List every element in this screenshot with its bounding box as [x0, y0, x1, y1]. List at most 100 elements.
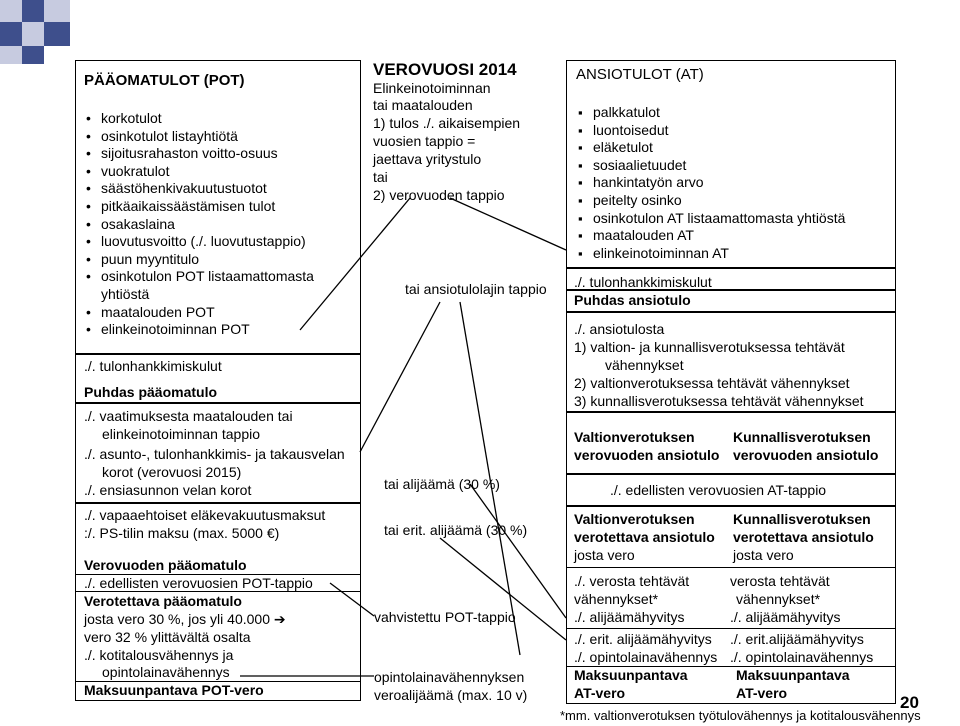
connector-erit-right [439, 537, 567, 641]
connector-ansiotulolajin-down [459, 301, 521, 656]
decorative-square-6 [44, 22, 70, 46]
pot-title: PÄÄOMATULOT (POT) [84, 72, 245, 89]
connector-ansiotulolajin-left [359, 301, 441, 453]
at-kunnallis-maksuunpantava-1: Maksuunpantava [736, 667, 850, 683]
decorative-square-7 [22, 46, 44, 64]
pot-tulonhankkimiskulut: ./. tulonhankkimiskulut [84, 358, 222, 374]
pot-puhdas-paaomatulo: Puhdas pääomatulo [84, 384, 218, 400]
at-result-box [566, 506, 896, 704]
at-item: hankintatyön arvo [578, 174, 845, 192]
middle-line-6: tai [373, 169, 388, 185]
at-item: sosiaalietuudet [578, 157, 845, 175]
pot-item: maatalouden POT [86, 304, 314, 322]
at-kunnallis-verotettava-2: verotettava ansiotulo [733, 529, 874, 545]
pot-maksuunpantava: Maksuunpantava POT-vero [84, 682, 264, 698]
pot-josta-vero-1: josta vero 30 %, jos yli 40.000 ➔ [84, 611, 286, 627]
at-item: luontoisedut [578, 122, 845, 140]
pot-item: säästöhenkivakuutustuotot [86, 180, 314, 198]
at-puhdas-box [566, 290, 896, 312]
at-kunnallis-opinto: ./. opintolainavähennys [730, 649, 874, 665]
at-title: ANSIOTULOT (AT) [576, 66, 704, 83]
pot-asunto-1: ./. asunto-, tulonhankkimis- ja takausve… [84, 446, 345, 462]
connector-vahvistettu-left [329, 582, 375, 617]
at-kunnallis-verotettava-1: Kunnallisverotuksen [733, 511, 871, 527]
at-vahennys-3: 3) kunnallisverotuksessa tehtävät vähenn… [574, 393, 864, 409]
at-divider-1 [566, 567, 896, 568]
at-deductions-box [566, 312, 896, 412]
at-kunnallis-ansiotulo-2: verovuoden ansiotulo [733, 447, 879, 463]
pot-verotettava-paaomatulo: Verotettava pääomatulo [84, 593, 242, 609]
at-valtion-verotettava-3: josta vero [574, 547, 635, 563]
pot-divider-2 [75, 591, 361, 592]
at-valtion-maksuunpantava-1: Maksuunpantava [574, 667, 688, 683]
at-kunnallis-verotettava-3: josta vero [733, 547, 794, 563]
at-kunnallis-reduction-2: vähennykset* [736, 591, 821, 607]
at-item: eläketulot [578, 139, 845, 157]
at-item: elinkeinotoiminnan AT [578, 245, 845, 263]
at-kunnallis-reduction-1: verosta tehtävät [730, 573, 830, 589]
at-item: palkkatulot [578, 104, 845, 122]
decorative-square-3 [44, 0, 70, 22]
at-income-list: palkkatulot luontoisedut eläketulot sosi… [578, 104, 845, 262]
pot-edellisten: ./. edellisten verovuosien POT-tappio [84, 575, 313, 591]
at-edellisten-box [566, 474, 896, 506]
at-valtion-maksuunpantava-2: AT-vero [574, 685, 626, 701]
pot-item: osinkotulot listayhtiötä [86, 128, 314, 146]
middle-line-5: jaettava yritystulo [373, 151, 482, 167]
pot-result-box [75, 503, 361, 701]
at-valtion-verotettava-1: Valtionverotuksen [574, 511, 695, 527]
pot-kotitalous-1: ./. kotitalousvähennys ja [84, 647, 234, 663]
middle-title: VEROVUOSI 2014 [373, 60, 517, 79]
middle-ansiotulolajin-tappio: tai ansiotulolajin tappio [405, 281, 547, 297]
pot-deductions-box [75, 354, 361, 403]
at-valtion-erit: ./. erit. alijäämähyvitys [574, 631, 712, 647]
middle-line-3: 1) tulos ./. aikaisempien [373, 115, 521, 131]
at-divider-3 [566, 666, 896, 667]
page-number: 20 [900, 693, 919, 712]
pot-asunto-2: korot (verovuosi 2015) [102, 464, 242, 480]
pot-deductions2-box [75, 403, 361, 503]
at-tulonhankkimiskulut: ./. tulonhankkimiskulut [574, 274, 712, 290]
at-kunnallis-erit: ./. erit.alijäämähyvitys [730, 631, 864, 647]
decorative-square-5 [22, 22, 44, 46]
pot-item: sijoitusrahaston voitto-osuus [86, 145, 314, 163]
middle-line-2: tai maatalouden [373, 97, 473, 113]
at-verovuoden-box [566, 412, 896, 474]
connector-tappio-to-ansiotulo [449, 197, 567, 251]
at-valtion-reduction-1: ./. verosta tehtävät [574, 573, 690, 589]
pot-vapaaehtoiset: ./. vapaaehtoiset eläkevakuutusmaksut [84, 507, 326, 523]
pot-vaatimuksesta-2: elinkeinotoiminnan tappio [102, 426, 260, 442]
pot-ensiasunnon: ./. ensiasunnon velan korot [84, 482, 252, 498]
at-vahennys-2: 2) valtionverotuksessa tehtävät vähennyk… [574, 375, 850, 391]
pot-item: elinkeinotoiminnan POT [86, 321, 314, 339]
at-kunnallis-ansiotulo-1: Kunnallisverotuksen [733, 429, 871, 445]
at-puhdas-ansiotulo: Puhdas ansiotulo [574, 292, 691, 308]
pot-item: osakaslaina [86, 216, 314, 234]
at-kulut-box [566, 268, 896, 290]
at-ansiotulosta: ./. ansiotulosta [574, 321, 665, 337]
pot-divider-3 [75, 681, 361, 682]
pot-ps-tili: :/. PS-tilin maksu (max. 5000 €) [84, 525, 280, 541]
pot-income-list: korkotulot osinkotulot listayhtiötä sijo… [86, 110, 314, 339]
middle-erit-alijaama: tai erit. alijäämä (30 %) [384, 522, 528, 538]
at-valtion-reduction-2: vähennykset* [574, 591, 659, 607]
at-valtion-reduction-3: ./. alijäämähyvitys [574, 609, 685, 625]
middle-opintolaina-1: opintolainavähennyksen [374, 669, 525, 685]
middle-line-4: vuosien tappio = [373, 133, 476, 149]
at-item: osinkotulon AT listaamattomasta yhtiöstä [578, 210, 845, 228]
middle-opintolaina-2: veroalijäämä (max. 10 v) [374, 687, 528, 703]
at-kunnallis-reduction-3: ./. alijäämähyvitys [730, 609, 841, 625]
at-valtion-ansiotulo-1: Valtionverotuksen [574, 429, 695, 445]
connector-alijaama-right [469, 483, 567, 619]
pot-vaatimuksesta-1: ./. vaatimuksesta maatalouden tai [84, 408, 293, 424]
connector-tappio-to-pot [299, 197, 411, 331]
decorative-square-4 [0, 22, 22, 46]
pot-item: pitkäaikaissäästämisen tulot [86, 198, 314, 216]
at-vahennys-1b: vähennykset [605, 357, 684, 373]
pot-item: puun myyntitulo [86, 251, 314, 269]
pot-kotitalous-2: opintolainavähennys [102, 664, 230, 680]
at-valtion-verotettava-2: verotettava ansiotulo [574, 529, 715, 545]
decorative-square-1 [0, 0, 22, 22]
